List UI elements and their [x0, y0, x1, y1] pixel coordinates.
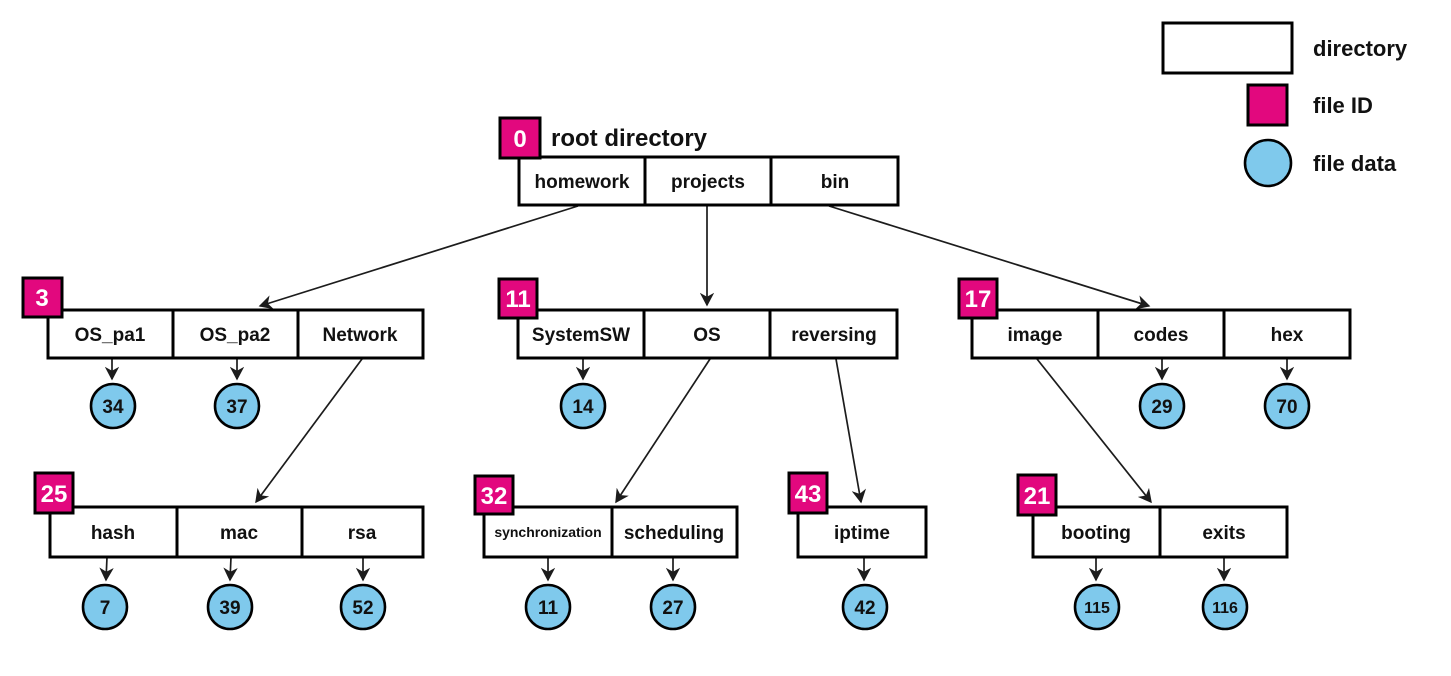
edge-image-to-dir21: [1036, 358, 1152, 504]
dir-3-cell-network: Network: [323, 325, 398, 346]
dir-node-32: 32 synchronization scheduling: [473, 474, 739, 559]
dir-25-cell-rsa: rsa: [348, 523, 377, 544]
dir-3-cell-ospa2: OS_pa2: [200, 325, 271, 346]
dir-0-cell-projects: projects: [671, 172, 745, 193]
dir-0-box: [517, 155, 900, 207]
edge-hash-to-7: [99, 556, 114, 582]
dir-17-box: [970, 308, 1352, 360]
dir-25-id: 25: [41, 481, 68, 508]
dir-11-cell-systemsw: SystemSW: [532, 325, 630, 346]
file-data-42: 42: [854, 598, 875, 619]
dir-32-id: 32: [481, 483, 508, 510]
file-data-11: 11: [538, 598, 559, 619]
dir-43-id-square: [787, 471, 829, 515]
dir-node-25: 25 hash mac rsa: [33, 471, 425, 559]
dir-21-id: 21: [1024, 483, 1051, 510]
edge-network-to-dir25: [255, 358, 363, 504]
edge-bin-to-dir17: [828, 205, 1151, 310]
dir-32-cell-synchronization: synchronization: [494, 524, 601, 540]
dir-25-box: [48, 505, 425, 559]
file-data-39: 39: [219, 598, 240, 619]
edge-os-to-dir32: [615, 358, 711, 504]
dir-17-cell-image: image: [1008, 325, 1063, 346]
dir-node-3: 3 OS_pa1 OS_pa2 Network: [21, 276, 425, 360]
dir-32-id-square: [473, 474, 515, 516]
dir-node-17: 17 image codes hex: [957, 277, 1352, 360]
file-data-116: 116: [1212, 600, 1238, 617]
legend-directory-swatch: [1161, 21, 1294, 75]
file-data-37: 37: [226, 397, 247, 418]
dir-43-cell-iptime: iptime: [834, 523, 890, 544]
dir-11-id-square: [497, 277, 539, 320]
file-data-52: 52: [352, 598, 373, 619]
dir-43-id: 43: [795, 481, 822, 508]
file-data-level-3: 7 39 52 11 27 42 115 116: [81, 583, 1249, 631]
edge-mac-to-39: [223, 556, 238, 582]
file-data-level-2: 34 37 14 29 70: [89, 382, 1311, 430]
dir-25-cell-mac: mac: [220, 523, 258, 544]
file-data-circle-29: [1138, 382, 1186, 430]
dir-0-cell-bin: bin: [821, 172, 850, 193]
dir-17-cell-codes: codes: [1134, 325, 1189, 346]
file-data-circle-11: [524, 583, 572, 631]
file-data-34: 34: [102, 397, 124, 418]
dir-21-cell-exits: exits: [1202, 523, 1245, 544]
file-data-circle-116: [1201, 583, 1249, 631]
dir-11-cell-os: OS: [693, 325, 720, 346]
file-data-circle-7: [81, 583, 129, 631]
file-data-14: 14: [572, 397, 594, 418]
legend: directory file ID file data: [1161, 21, 1408, 188]
file-data-circle-70: [1263, 382, 1311, 430]
dir-node-43: 43 iptime: [787, 471, 928, 559]
edge-reversing-to-dir43: [835, 358, 867, 504]
dir-25-id-square: [33, 471, 75, 515]
dir-11-id: 11: [505, 286, 530, 313]
file-data-circle-34: [89, 382, 137, 430]
dir-0-id-square: [498, 116, 542, 160]
file-data-70: 70: [1276, 397, 1297, 418]
root-directory-label: root directory: [551, 125, 708, 152]
dir-17-cell-hex: hex: [1271, 325, 1304, 346]
file-data-circle-14: [559, 382, 607, 430]
dir-11-box: [516, 308, 899, 360]
file-data-circle-52: [339, 583, 387, 631]
file-data-7: 7: [100, 598, 111, 619]
dir-3-box: [46, 308, 425, 360]
tree-edges: [99, 205, 1295, 582]
dir-3-id: 3: [35, 285, 48, 312]
dir-21-id-square: [1016, 473, 1058, 517]
dir-0-id: 0: [513, 126, 526, 153]
edge-homework-to-dir3: [258, 205, 579, 310]
dir-node-21: 21 booting exits: [1016, 473, 1289, 559]
file-data-27: 27: [662, 598, 683, 619]
dir-3-cell-ospa1: OS_pa1: [75, 325, 146, 346]
file-data-circle-39: [206, 583, 254, 631]
file-data-circle-37: [213, 382, 261, 430]
dir-25-cell-hash: hash: [91, 523, 135, 544]
legend-file-data-label: file data: [1313, 151, 1397, 176]
file-data-29: 29: [1151, 397, 1172, 418]
file-data-circle-115: [1073, 583, 1121, 631]
file-data-circle-42: [841, 583, 889, 631]
dir-43-box: [796, 505, 928, 559]
dir-17-id-square: [957, 277, 999, 320]
file-data-circle-27: [649, 583, 697, 631]
dir-11-cell-reversing: reversing: [791, 325, 877, 346]
file-data-115: 115: [1084, 600, 1110, 617]
dir-17-id: 17: [965, 286, 992, 313]
dir-32-cell-scheduling: scheduling: [624, 523, 724, 544]
legend-directory-label: directory: [1313, 36, 1408, 61]
dir-21-cell-booting: booting: [1061, 523, 1131, 544]
dir-3-id-square: [21, 276, 64, 319]
legend-file-data-swatch: [1243, 138, 1293, 188]
dir-0-cell-homework: homework: [534, 172, 629, 193]
dir-node-11: 11 SystemSW OS reversing: [497, 277, 899, 360]
legend-file-id-swatch: [1246, 83, 1289, 127]
legend-file-id-label: file ID: [1313, 93, 1373, 118]
dir-node-0: 0 root directory homework projects bin: [498, 116, 900, 207]
